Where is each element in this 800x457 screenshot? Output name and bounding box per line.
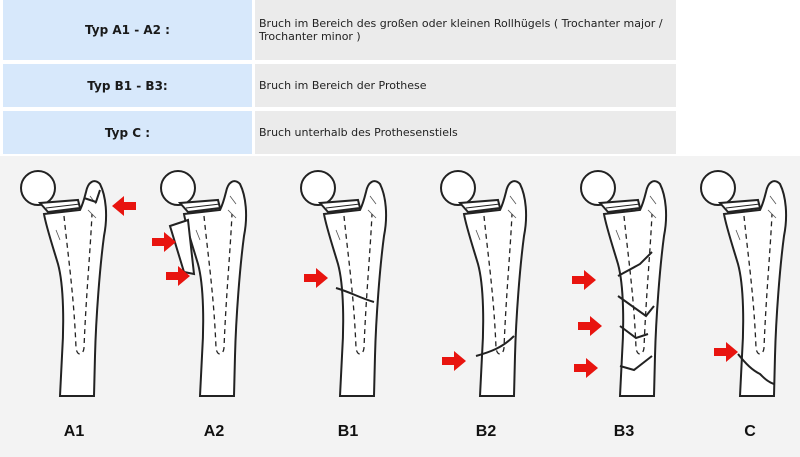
table-row-a: Typ A1 - A2 : Bruch im Bereich des große… (3, 0, 676, 60)
label-a2: A2 (204, 423, 225, 440)
illustration-b2 (440, 170, 528, 397)
label-a1: A1 (64, 423, 85, 440)
label-b3: B3 (614, 423, 635, 440)
type-cell: Typ B1 - B3: (3, 64, 252, 107)
illustration-a2 (152, 170, 248, 397)
illustration-c (700, 170, 788, 397)
fracture-illustrations: A1 A2 B1 B2 B3 C (20, 170, 788, 440)
label-c: C (744, 423, 756, 440)
label-b2: B2 (476, 423, 497, 440)
label-b1: B1 (338, 423, 359, 440)
type-cell: Typ A1 - A2 : (3, 0, 252, 60)
description-cell: Bruch unterhalb des Prothesenstiels (255, 111, 676, 154)
fracture-illustration-panel: A1 A2 B1 B2 B3 C (0, 156, 800, 457)
table-row-c: Typ C : Bruch unterhalb des Prothesensti… (3, 111, 676, 154)
illustration-b3 (572, 170, 668, 397)
classification-table: Typ A1 - A2 : Bruch im Bereich des große… (3, 0, 676, 158)
type-cell: Typ C : (3, 111, 252, 154)
table-row-b: Typ B1 - B3: Bruch im Bereich der Prothe… (3, 64, 676, 107)
description-cell: Bruch im Bereich des großen oder kleinen… (255, 0, 676, 60)
description-cell: Bruch im Bereich der Prothese (255, 64, 676, 107)
illustration-a1 (20, 170, 136, 397)
illustration-b1 (300, 170, 388, 397)
